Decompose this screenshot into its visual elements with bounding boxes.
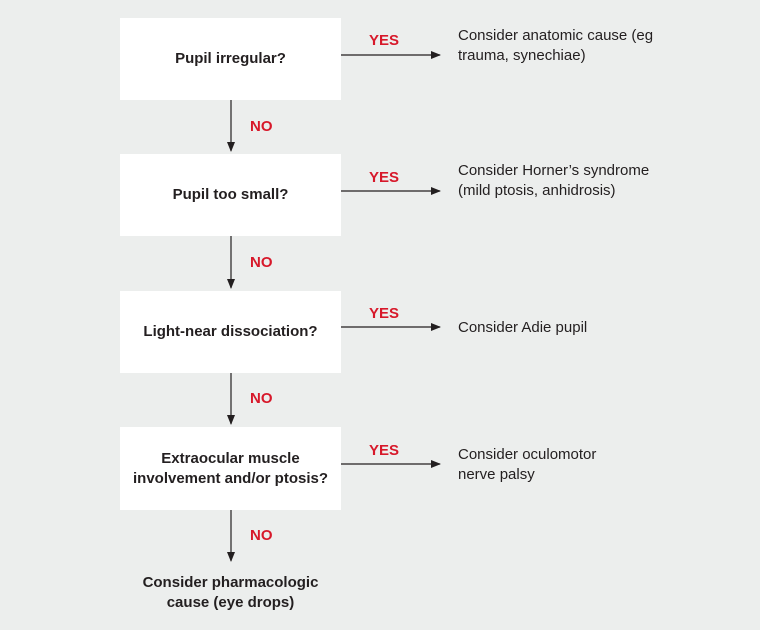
yes-label-1: YES (369, 32, 400, 49)
result-text-4: Consider oculomotor nerve palsy (458, 446, 597, 483)
yes-label-4: YES (369, 442, 400, 459)
result-text-3: Consider Adie pupil (458, 319, 588, 336)
question-box-1: Pupil irregular? (120, 18, 341, 100)
no-label-2: NO (250, 254, 273, 271)
final-conclusion: Consider pharmacologic cause (eye drops) (142, 574, 319, 611)
no-label-3: NO (250, 390, 273, 407)
question-box-4: Extraocular muscle involvement and/or pt… (120, 427, 341, 510)
no-label-1: NO (250, 118, 273, 135)
yes-label-3: YES (369, 305, 400, 322)
question-box-2: Pupil too small? (120, 154, 341, 236)
question-text-4: Extraocular muscle involvement and/or pt… (132, 449, 329, 487)
question-box-3: Light-near dissociation? (120, 291, 341, 373)
result-text-1: Consider anatomic cause (eg trauma, syne… (458, 27, 654, 64)
result-text-2: Consider Horner’s syndrome (mild ptosis,… (458, 162, 650, 199)
question-text-1: Pupil irregular? (175, 50, 286, 67)
question-text-3: Light-near dissociation? (143, 323, 318, 340)
question-text-2: Pupil too small? (172, 186, 289, 203)
yes-label-2: YES (369, 169, 400, 186)
no-label-4: NO (250, 527, 273, 544)
